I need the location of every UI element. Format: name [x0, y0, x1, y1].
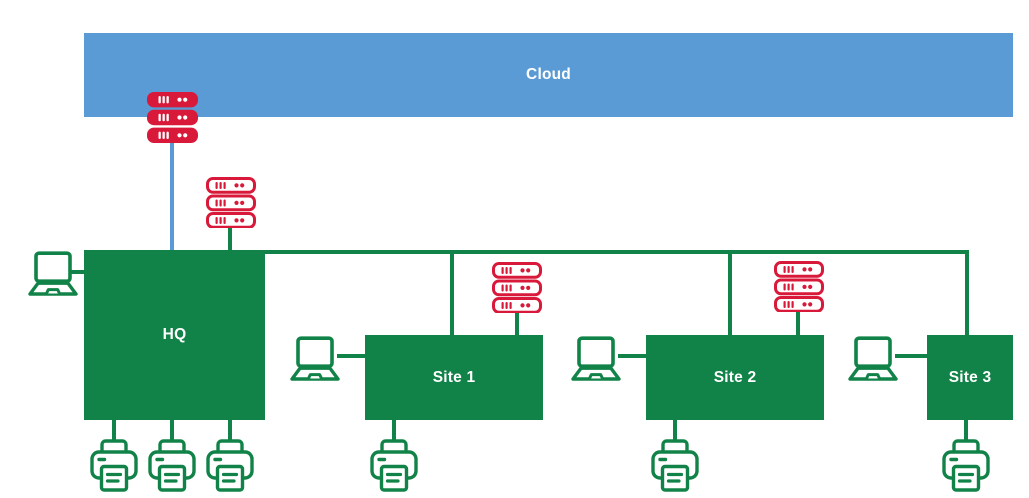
site-3-label: Site 3	[948, 368, 992, 386]
laptop-icon	[569, 336, 623, 382]
printer-icon	[206, 439, 254, 492]
hq-server-link	[228, 226, 232, 252]
site-1-printer-link	[392, 420, 396, 441]
site-3-printer-link	[964, 420, 968, 441]
site-2-label: Site 2	[713, 368, 757, 386]
server-rack-filled-icon	[147, 92, 198, 143]
server-rack-outline-icon	[206, 177, 256, 228]
hq-box: HQ	[84, 250, 265, 420]
site-2-server-link	[796, 311, 800, 336]
site-1-box: Site 1	[365, 335, 543, 420]
hq-label: HQ	[162, 326, 187, 343]
site-2-laptop-link	[618, 354, 648, 358]
site-2-printer-link	[673, 420, 677, 441]
site-2-box: Site 2	[646, 335, 824, 420]
server-rack-outline-icon	[774, 261, 824, 312]
laptop-icon	[288, 336, 342, 382]
server-rack-outline-icon	[492, 262, 542, 313]
site-3-laptop-link	[895, 354, 929, 358]
printer-icon	[90, 439, 138, 492]
printer-icon	[148, 439, 196, 492]
site-1-server-link	[515, 311, 519, 336]
printer-icon	[942, 439, 990, 492]
site-1-laptop-link	[337, 354, 367, 358]
laptop-icon	[26, 251, 80, 297]
cloud-bar: Cloud	[84, 33, 1013, 117]
trunk-line	[265, 250, 969, 254]
site-3-box: Site 3	[927, 335, 1013, 420]
site-1-drop-line	[450, 251, 454, 335]
site-1-label: Site 1	[432, 368, 476, 386]
hq-printer-2-link	[170, 420, 174, 441]
site-3-drop-line	[965, 251, 969, 335]
printer-icon	[370, 439, 418, 492]
hq-printer-1-link	[112, 420, 116, 441]
laptop-icon	[846, 336, 900, 382]
cloud-to-hq-link	[170, 140, 174, 252]
hq-printer-3-link	[228, 420, 232, 441]
hq-laptop-link	[70, 270, 86, 274]
printer-icon	[651, 439, 699, 492]
site-2-drop-line	[728, 251, 732, 335]
cloud-label: Cloud	[526, 66, 571, 83]
